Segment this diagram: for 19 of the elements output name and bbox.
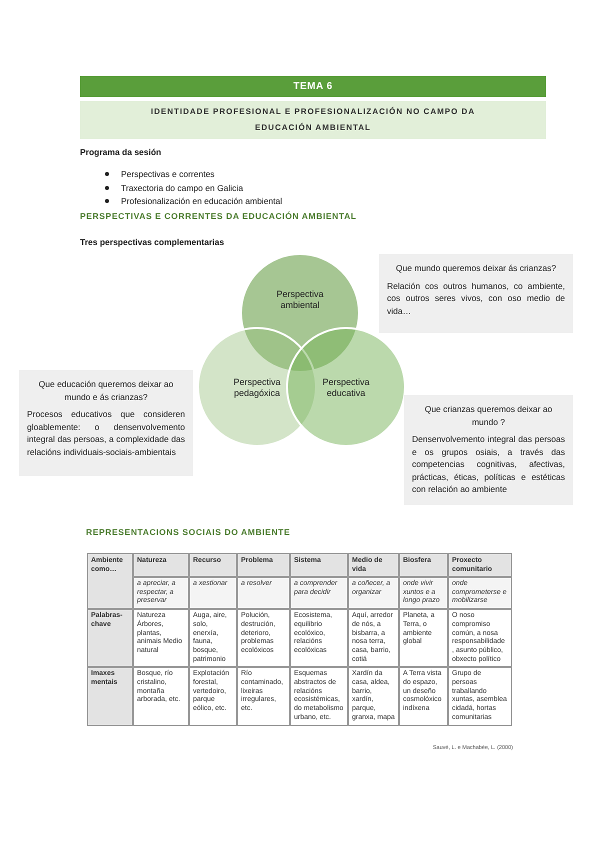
circle-label: Perspectiva ambiental [275,289,325,311]
section-heading: PERSPECTIVAS E CORRENTES DA EDUCACIÓN AMBIENTAL [80,210,357,223]
callout-question: Que educación queremos deixar ao mundo e ás crianzas? [38,378,174,403]
bullet-text: Perspectivas e correntes [121,168,215,181]
callout-text: Densenvolvemento integral das persoas e os grupos osiais, a través das competencias cognitivas, afectivas, prácticas, éticas, políticas e estéticas con relación ao ambiente [412,433,565,496]
title-bar: TEMA 6 [80,76,546,97]
section-label: Tres perspectivas complementarias [80,236,224,249]
bullet-text: Profesionalización en educación ambiental [121,195,282,208]
callout-text: Procesos educativos que consideren gloablemente: o densenvolvemento integral das persoas, a complexidade das relacións individuais-sociais-ambientais [27,408,185,458]
callout-box [404,395,573,505]
circle-label: Perspectiva pedagóxica [232,377,282,399]
callout-text: Relación cos outros humanos, co ambiente, cos outros seres vivos, con oso medio de vida… [387,280,565,317]
section-label: Programa da sesión [80,146,162,159]
subtitle-band: IDENTIDADE PROFESIONAL E PROFESIONALIZACIÓN NO CAMPO DA EDUCACIÓN AMBIENTAL [80,101,546,139]
circle-label: Perspectiva educativa [321,377,371,399]
callout-question: Que crianzas queremos deixar ao mundo ? [424,403,554,428]
bullet-text: Traxectoria do campo en Galicia [121,182,244,194]
callout-question: Que mundo queremos deixar ás crianzas? [394,262,558,274]
section-heading: REPRESENTACIONS SOCIAIS DO AMBIENTE [86,526,290,539]
